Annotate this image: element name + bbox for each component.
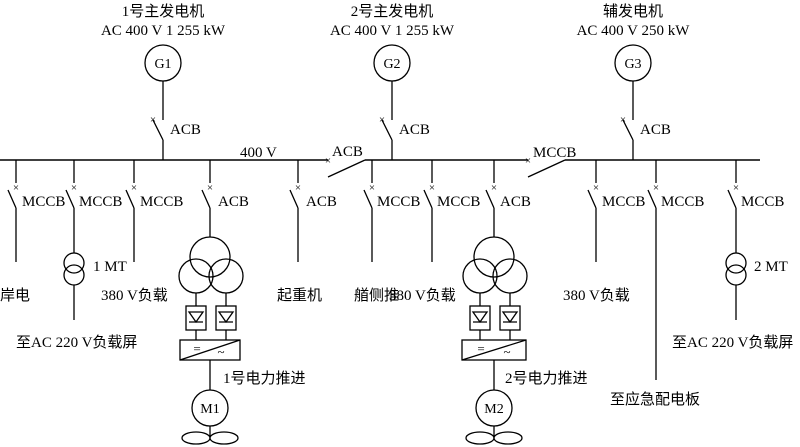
generator-2-rating: AC 400 V 1 255 kW: [330, 23, 455, 39]
propulsion-1-transformer-primary: [189, 236, 231, 278]
svg-text:×: ×: [429, 182, 435, 194]
feeder-10-breaker: MCCB: [661, 194, 704, 210]
motor-1-label: M1: [200, 402, 219, 417]
propeller-1-right-blade: [209, 431, 239, 445]
svg-text:×: ×: [733, 182, 739, 194]
bus-tie-breaker-2: MCCB: [533, 145, 576, 161]
transformer-2-label: 2 MT: [754, 259, 788, 275]
propulsion-1-rectifier-right: [215, 305, 237, 331]
propulsion-2-transformer-primary: [473, 236, 515, 278]
propulsion-1-rectifier-left: [185, 305, 207, 331]
feeder-1-load: 岸电: [0, 287, 30, 304]
transformer-2-top-coil: [725, 252, 747, 274]
generator-1-label: G1: [154, 57, 171, 72]
generator-1-breaker: ACB: [170, 122, 201, 138]
generator-3-rating: AC 400 V 250 kW: [577, 23, 691, 39]
svg-text:×: ×: [325, 155, 331, 167]
svg-text:×: ×: [13, 182, 19, 194]
svg-text:×: ×: [71, 182, 77, 194]
svg-text:×: ×: [295, 182, 301, 194]
propulsion-2-converter-ac: ~: [503, 344, 510, 359]
generator-2: 2号主发电机 AC 400 V 1 255 kW G2 × ACB: [330, 3, 455, 160]
generator-1: 1号主发电机 AC 400 V 1 255 kW G1 × ACB: [101, 3, 226, 160]
feeder-6-breaker: MCCB: [377, 194, 420, 210]
feeder-11-breaker: MCCB: [741, 194, 784, 210]
transformer-1-bottom-coil: [63, 264, 85, 286]
feeder-2-load: 至AC 220 V负载屏: [16, 334, 137, 351]
propeller-2-right-blade: [493, 431, 523, 445]
svg-text:×: ×: [207, 182, 213, 194]
motor-2-label: M2: [484, 402, 503, 417]
feeder-7-breaker: MCCB: [437, 194, 480, 210]
feeder-4-breaker: ACB: [218, 194, 249, 210]
transformer-1-label: 1 MT: [93, 259, 127, 275]
generator-2-title: 2号主发电机: [351, 3, 434, 20]
feeder-6-load: 艏侧推: [354, 287, 399, 304]
transformer-2-bottom-coil: [725, 264, 747, 286]
generator-3-breaker: ACB: [640, 122, 671, 138]
feeder-380v-load-1: × MCCB 380 V负载: [101, 160, 183, 304]
generator-3-title: 辅发电机: [603, 3, 663, 20]
feeder-propulsion-2: × ACB = ~ 2号电力推进 M2: [461, 160, 588, 445]
svg-text:×: ×: [593, 182, 599, 194]
main-bus: × × 400 V ACB MCCB: [0, 144, 760, 178]
svg-text:×: ×: [150, 114, 156, 126]
feeder-3-breaker: MCCB: [140, 194, 183, 210]
svg-text:×: ×: [131, 182, 137, 194]
propulsion-2-transformer-secondary-left: [462, 258, 498, 294]
generator-1-title: 1号主发电机: [122, 3, 205, 20]
feeder-2-breaker: MCCB: [79, 194, 122, 210]
bus-voltage-label: 400 V: [240, 145, 277, 161]
feeder-380v-load-3: × MCCB 380 V负载: [563, 160, 645, 304]
svg-text:×: ×: [525, 155, 531, 167]
feeder-bow-thruster: × MCCB 艏侧推: [354, 160, 420, 304]
feeder-8-breaker: ACB: [500, 194, 531, 210]
generator-3-label: G3: [624, 57, 641, 72]
feeder-10-load: 至应急配电板: [610, 390, 700, 408]
svg-text:×: ×: [653, 182, 659, 194]
propulsion-1-transformer-secondary-left: [178, 258, 214, 294]
propulsion-2-rectifier-right: [499, 305, 521, 331]
feeder-propulsion-1: × ACB = ~ 1号电力推进 M1: [178, 160, 306, 445]
propulsion-1-converter-dc: =: [193, 341, 200, 356]
feeder-8-load: 2号电力推进: [505, 370, 588, 387]
svg-text:×: ×: [620, 114, 626, 126]
feeder-crane: × ACB 起重机: [277, 160, 337, 304]
propulsion-2-converter-dc: =: [477, 341, 484, 356]
generator-3: 辅发电机 AC 400 V 250 kW G3 × ACB: [577, 3, 691, 160]
feeder-emergency-switchboard: × MCCB 至应急配电板: [610, 160, 704, 408]
svg-text:×: ×: [379, 114, 385, 126]
feeder-9-load: 380 V负载: [563, 287, 630, 304]
feeder-4-load: 1号电力推进: [223, 370, 306, 387]
feeder-transformer-2: × MCCB 2 MT 至AC 220 V负载屏: [672, 160, 793, 351]
propulsion-2-rectifier-left: [469, 305, 491, 331]
feeder-5-breaker: ACB: [306, 194, 337, 210]
feeder-3-load: 380 V负载: [101, 287, 168, 304]
feeder-9-breaker: MCCB: [602, 194, 645, 210]
svg-text:×: ×: [369, 182, 375, 194]
propeller-2-left-blade: [465, 431, 495, 445]
feeder-shore-power: × MCCB 岸电: [0, 160, 65, 304]
feeder-11-load: 至AC 220 V负载屏: [672, 334, 793, 351]
bus-tie-breaker-1: ACB: [332, 144, 363, 160]
generator-2-breaker: ACB: [399, 122, 430, 138]
propulsion-1-converter-ac: ~: [217, 344, 224, 359]
propeller-1-left-blade: [181, 431, 211, 445]
generator-2-label: G2: [383, 57, 400, 72]
feeder-5-load: 起重机: [277, 287, 322, 304]
feeder-1-breaker: MCCB: [22, 194, 65, 210]
generator-1-rating: AC 400 V 1 255 kW: [101, 23, 226, 39]
transformer-1-top-coil: [63, 252, 85, 274]
svg-text:×: ×: [491, 182, 497, 194]
feeder-transformer-1: × MCCB 1 MT 至AC 220 V负载屏: [16, 160, 137, 351]
feeder-380v-load-2: × MCCB 380 V负载: [389, 160, 480, 304]
feeder-7-load: 380 V负载: [389, 287, 456, 304]
